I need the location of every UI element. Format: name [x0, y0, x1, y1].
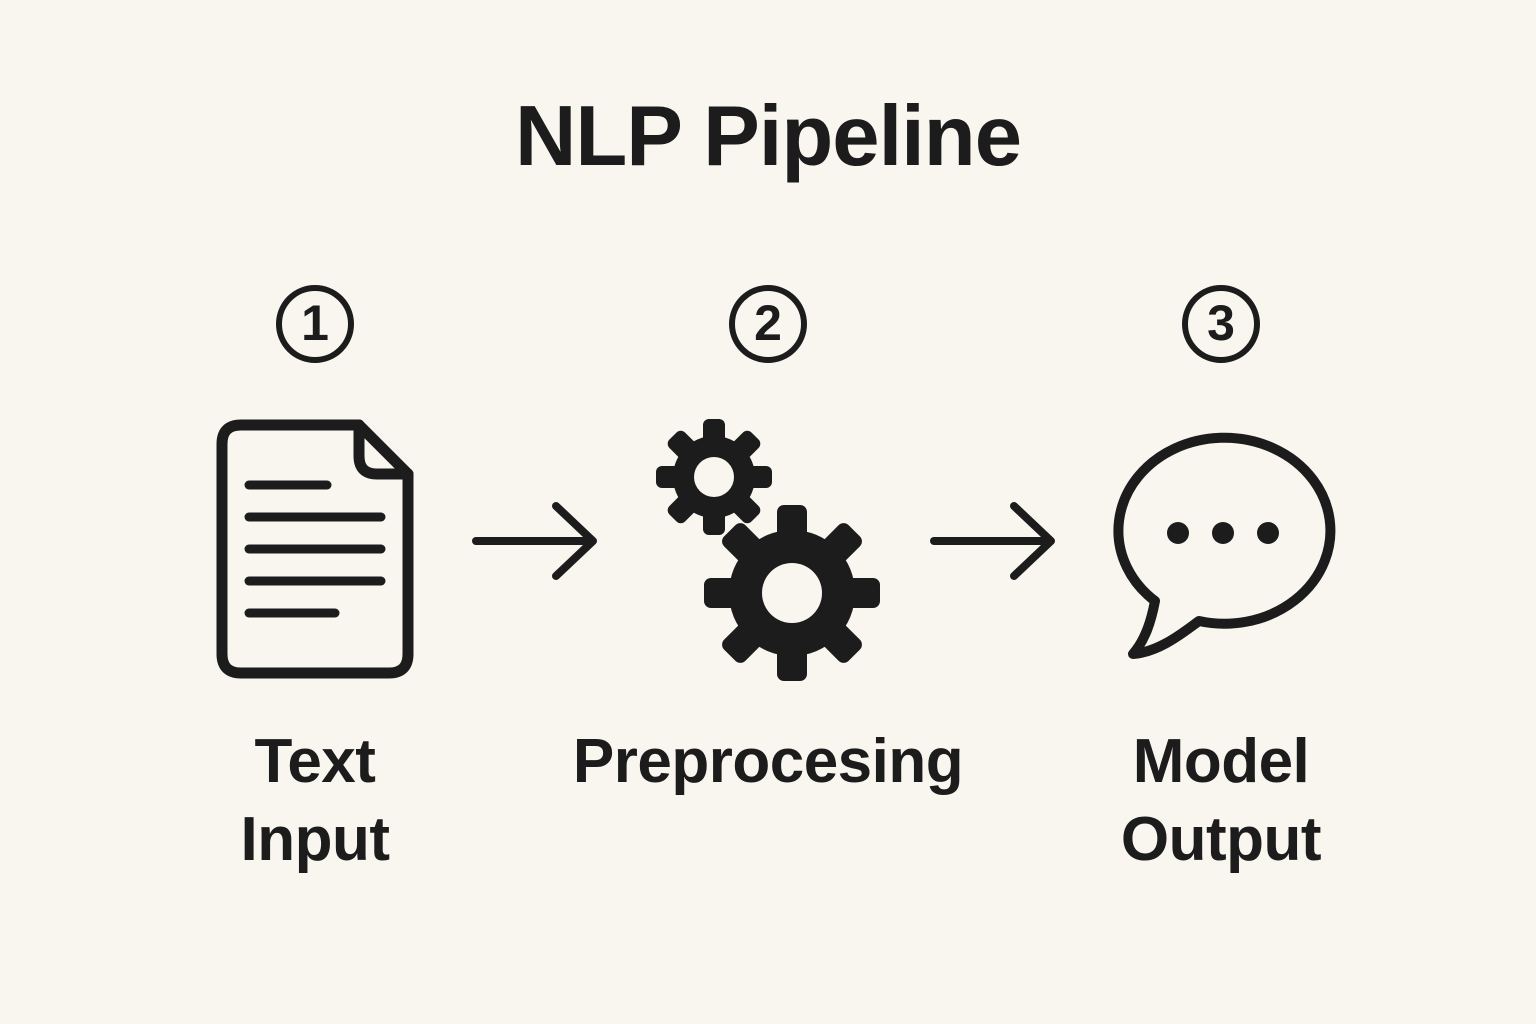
gears-icon	[538, 413, 998, 685]
step-text-input: 1 Text Input	[85, 285, 545, 925]
step-label-line: Output	[1120, 805, 1322, 875]
page-title: NLP Pipeline	[514, 89, 1022, 184]
ellipsis-dots	[1167, 522, 1279, 544]
flow-arrow-2	[928, 494, 1060, 588]
flow-arrow-1	[470, 494, 602, 588]
speech-bubble-icon	[991, 413, 1451, 685]
step-number: 1	[301, 294, 329, 351]
step-number-badge: 1	[276, 285, 354, 363]
step-number: 2	[754, 294, 782, 351]
step-label-line: Model	[1132, 727, 1310, 796]
step-label-line: Preprocesing	[572, 727, 964, 796]
step-number-badge: 2	[729, 285, 807, 363]
document-icon	[85, 413, 545, 685]
step-label-line: Input	[240, 805, 391, 875]
step-number: 3	[1207, 294, 1235, 351]
step-label: Model Output	[991, 723, 1451, 879]
step-number-badge: 3	[1182, 285, 1260, 363]
step-label: Text Input	[85, 723, 545, 879]
step-label: Preprocesing	[538, 723, 998, 801]
step-preprocessing: 2	[538, 285, 998, 925]
step-label-line: Text	[254, 727, 376, 796]
step-model-output: 3 Model Output	[991, 285, 1451, 925]
